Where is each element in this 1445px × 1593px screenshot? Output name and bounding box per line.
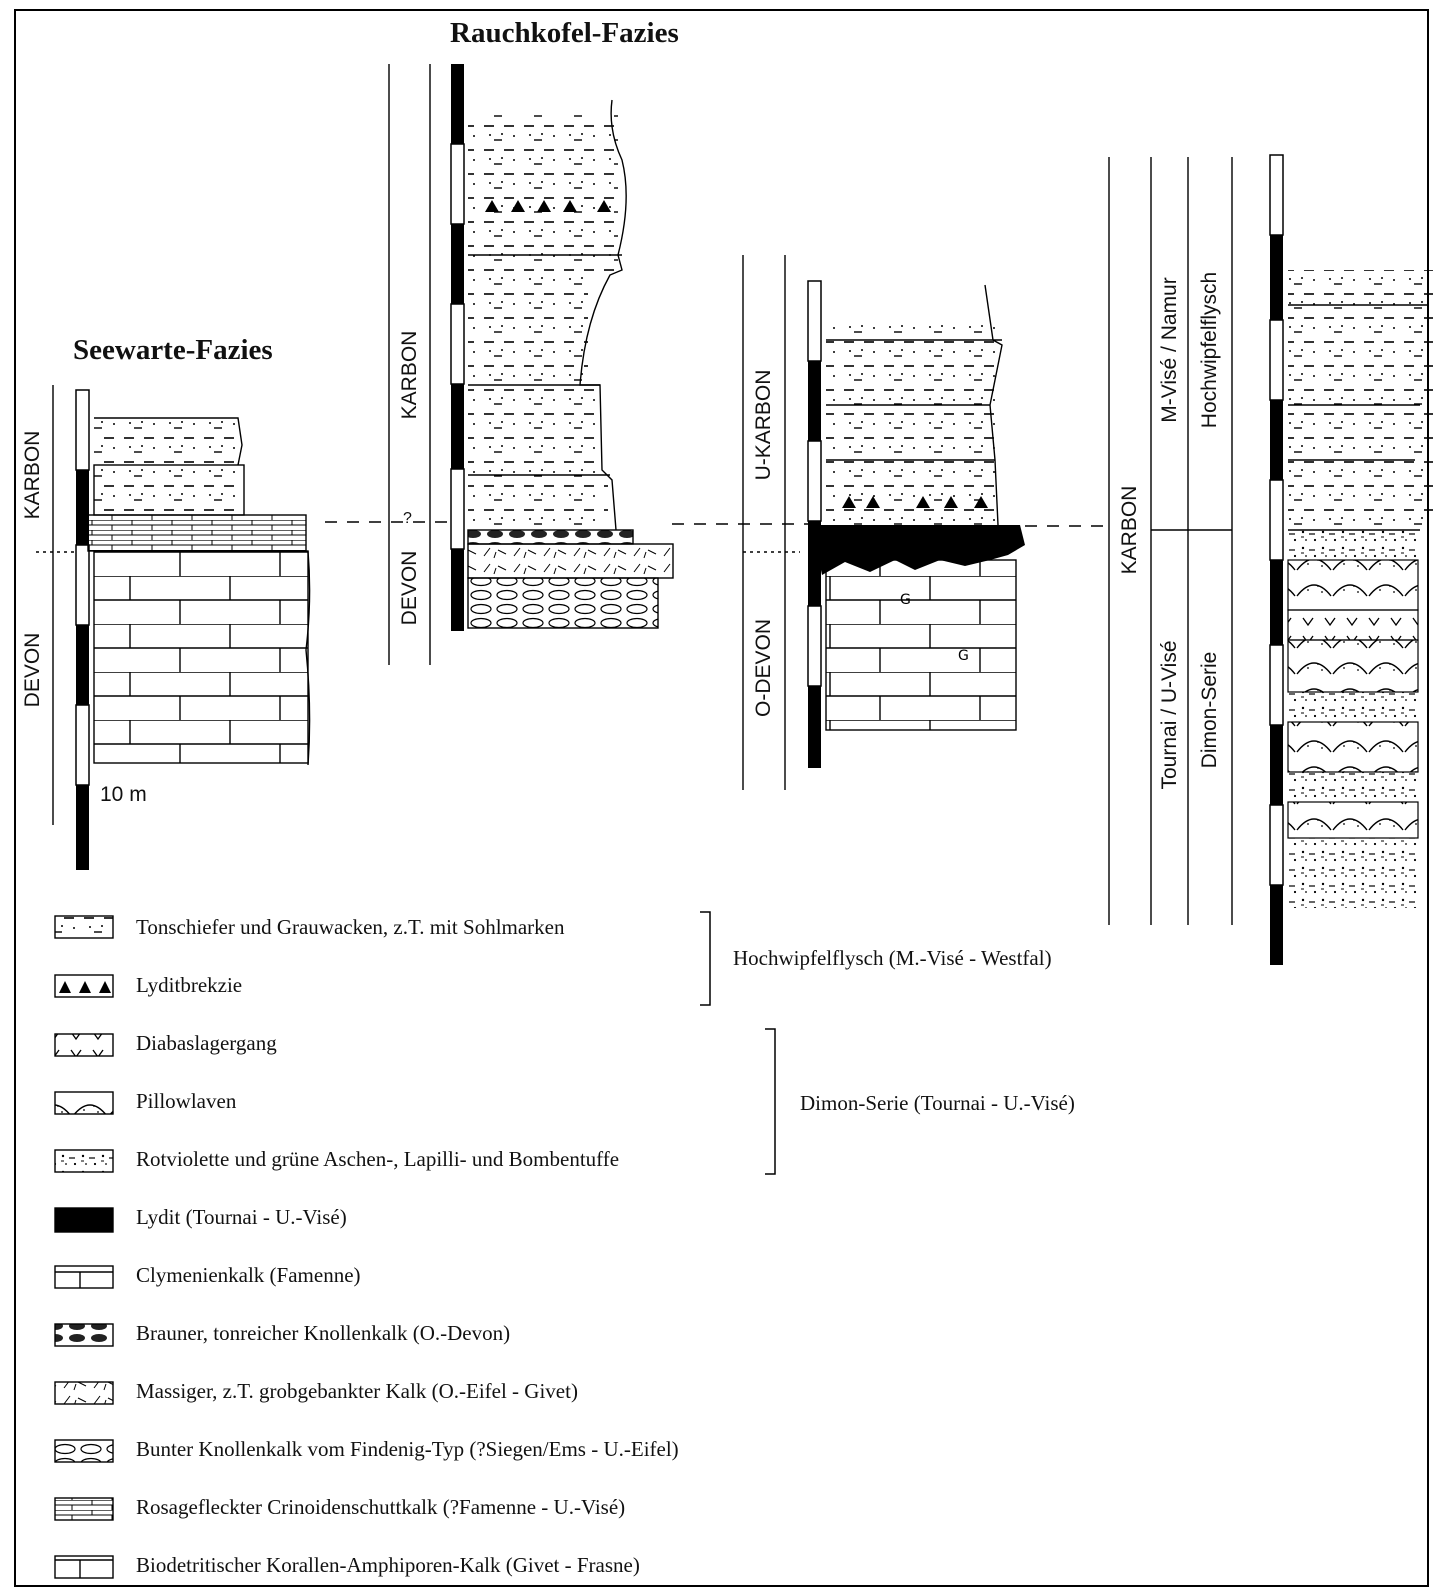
col2-question-mark: ? <box>403 510 412 527</box>
legend-group-hochwipfelflysch: Hochwipfelflysch (M.-Visé - Westfal) <box>733 946 1052 970</box>
col1-upper-label: KARBON <box>21 430 44 520</box>
figure-frame <box>14 9 1429 1587</box>
svg-text:G: G <box>958 648 969 664</box>
legend-item: Pillowlaven <box>136 1089 237 1113</box>
correlation-line <box>325 521 1110 527</box>
title-rauchkofel: Rauchkofel-Fazies <box>450 17 679 49</box>
legend-item: Brauner, tonreicher Knollenkalk (O.-Devo… <box>136 1321 511 1345</box>
col1-lower-label: DEVON <box>21 632 44 708</box>
col4-stage-lower-label: Tournai / U-Visé <box>1158 640 1181 790</box>
column-rauchkofel <box>388 64 674 665</box>
column-three: G G <box>742 255 1025 790</box>
column-four <box>1108 154 1433 965</box>
legend-item: Bunter Knollenkalk vom Findenig-Typ (?Si… <box>136 1437 679 1461</box>
legend-item: Clymenienkalk (Famenne) <box>136 1263 361 1287</box>
col2-lower-label: DEVON <box>398 550 421 626</box>
col3-upper-label: U-KARBON <box>752 369 775 481</box>
legend-item: Rotviolette und grüne Aschen-, Lapilli- … <box>136 1147 620 1171</box>
legend-group-dimon-serie: Dimon-Serie (Tournai - U.-Visé) <box>800 1091 1075 1115</box>
legend-brackets <box>700 911 776 1175</box>
scale-label: 10 m <box>100 783 147 806</box>
legend-item: Rosagefleckter Crinoidenschuttkalk (?Fam… <box>136 1495 626 1519</box>
legend-swatches <box>54 915 114 1579</box>
col4-unit-lower-label: Dimon-Serie <box>1198 651 1221 769</box>
legend-item: Diabaslagergang <box>136 1031 277 1055</box>
column-seewarte <box>36 385 311 870</box>
svg-text:G: G <box>900 592 911 608</box>
col4-stage-upper-label: M-Visé / Namur <box>1158 277 1181 423</box>
legend-item: Biodetritischer Korallen-Amphiporen-Kalk… <box>136 1553 640 1577</box>
legend-item: Tonschiefer und Grauwacken, z.T. mit Soh… <box>136 915 565 939</box>
legend-item: Lyditbrekzie <box>136 973 243 997</box>
title-seewarte: Seewarte-Fazies <box>73 334 273 366</box>
col4-unit-upper-label: Hochwipfelflysch <box>1198 271 1221 429</box>
col3-lower-label: O-DEVON <box>752 618 775 718</box>
legend-item: Lydit (Tournai - U.-Visé) <box>136 1205 347 1229</box>
col2-upper-label: KARBON <box>398 330 421 420</box>
legend-item: Massiger, z.T. grobgebankter Kalk (O.-Ei… <box>136 1379 578 1403</box>
col4-system-label: KARBON <box>1118 485 1141 575</box>
